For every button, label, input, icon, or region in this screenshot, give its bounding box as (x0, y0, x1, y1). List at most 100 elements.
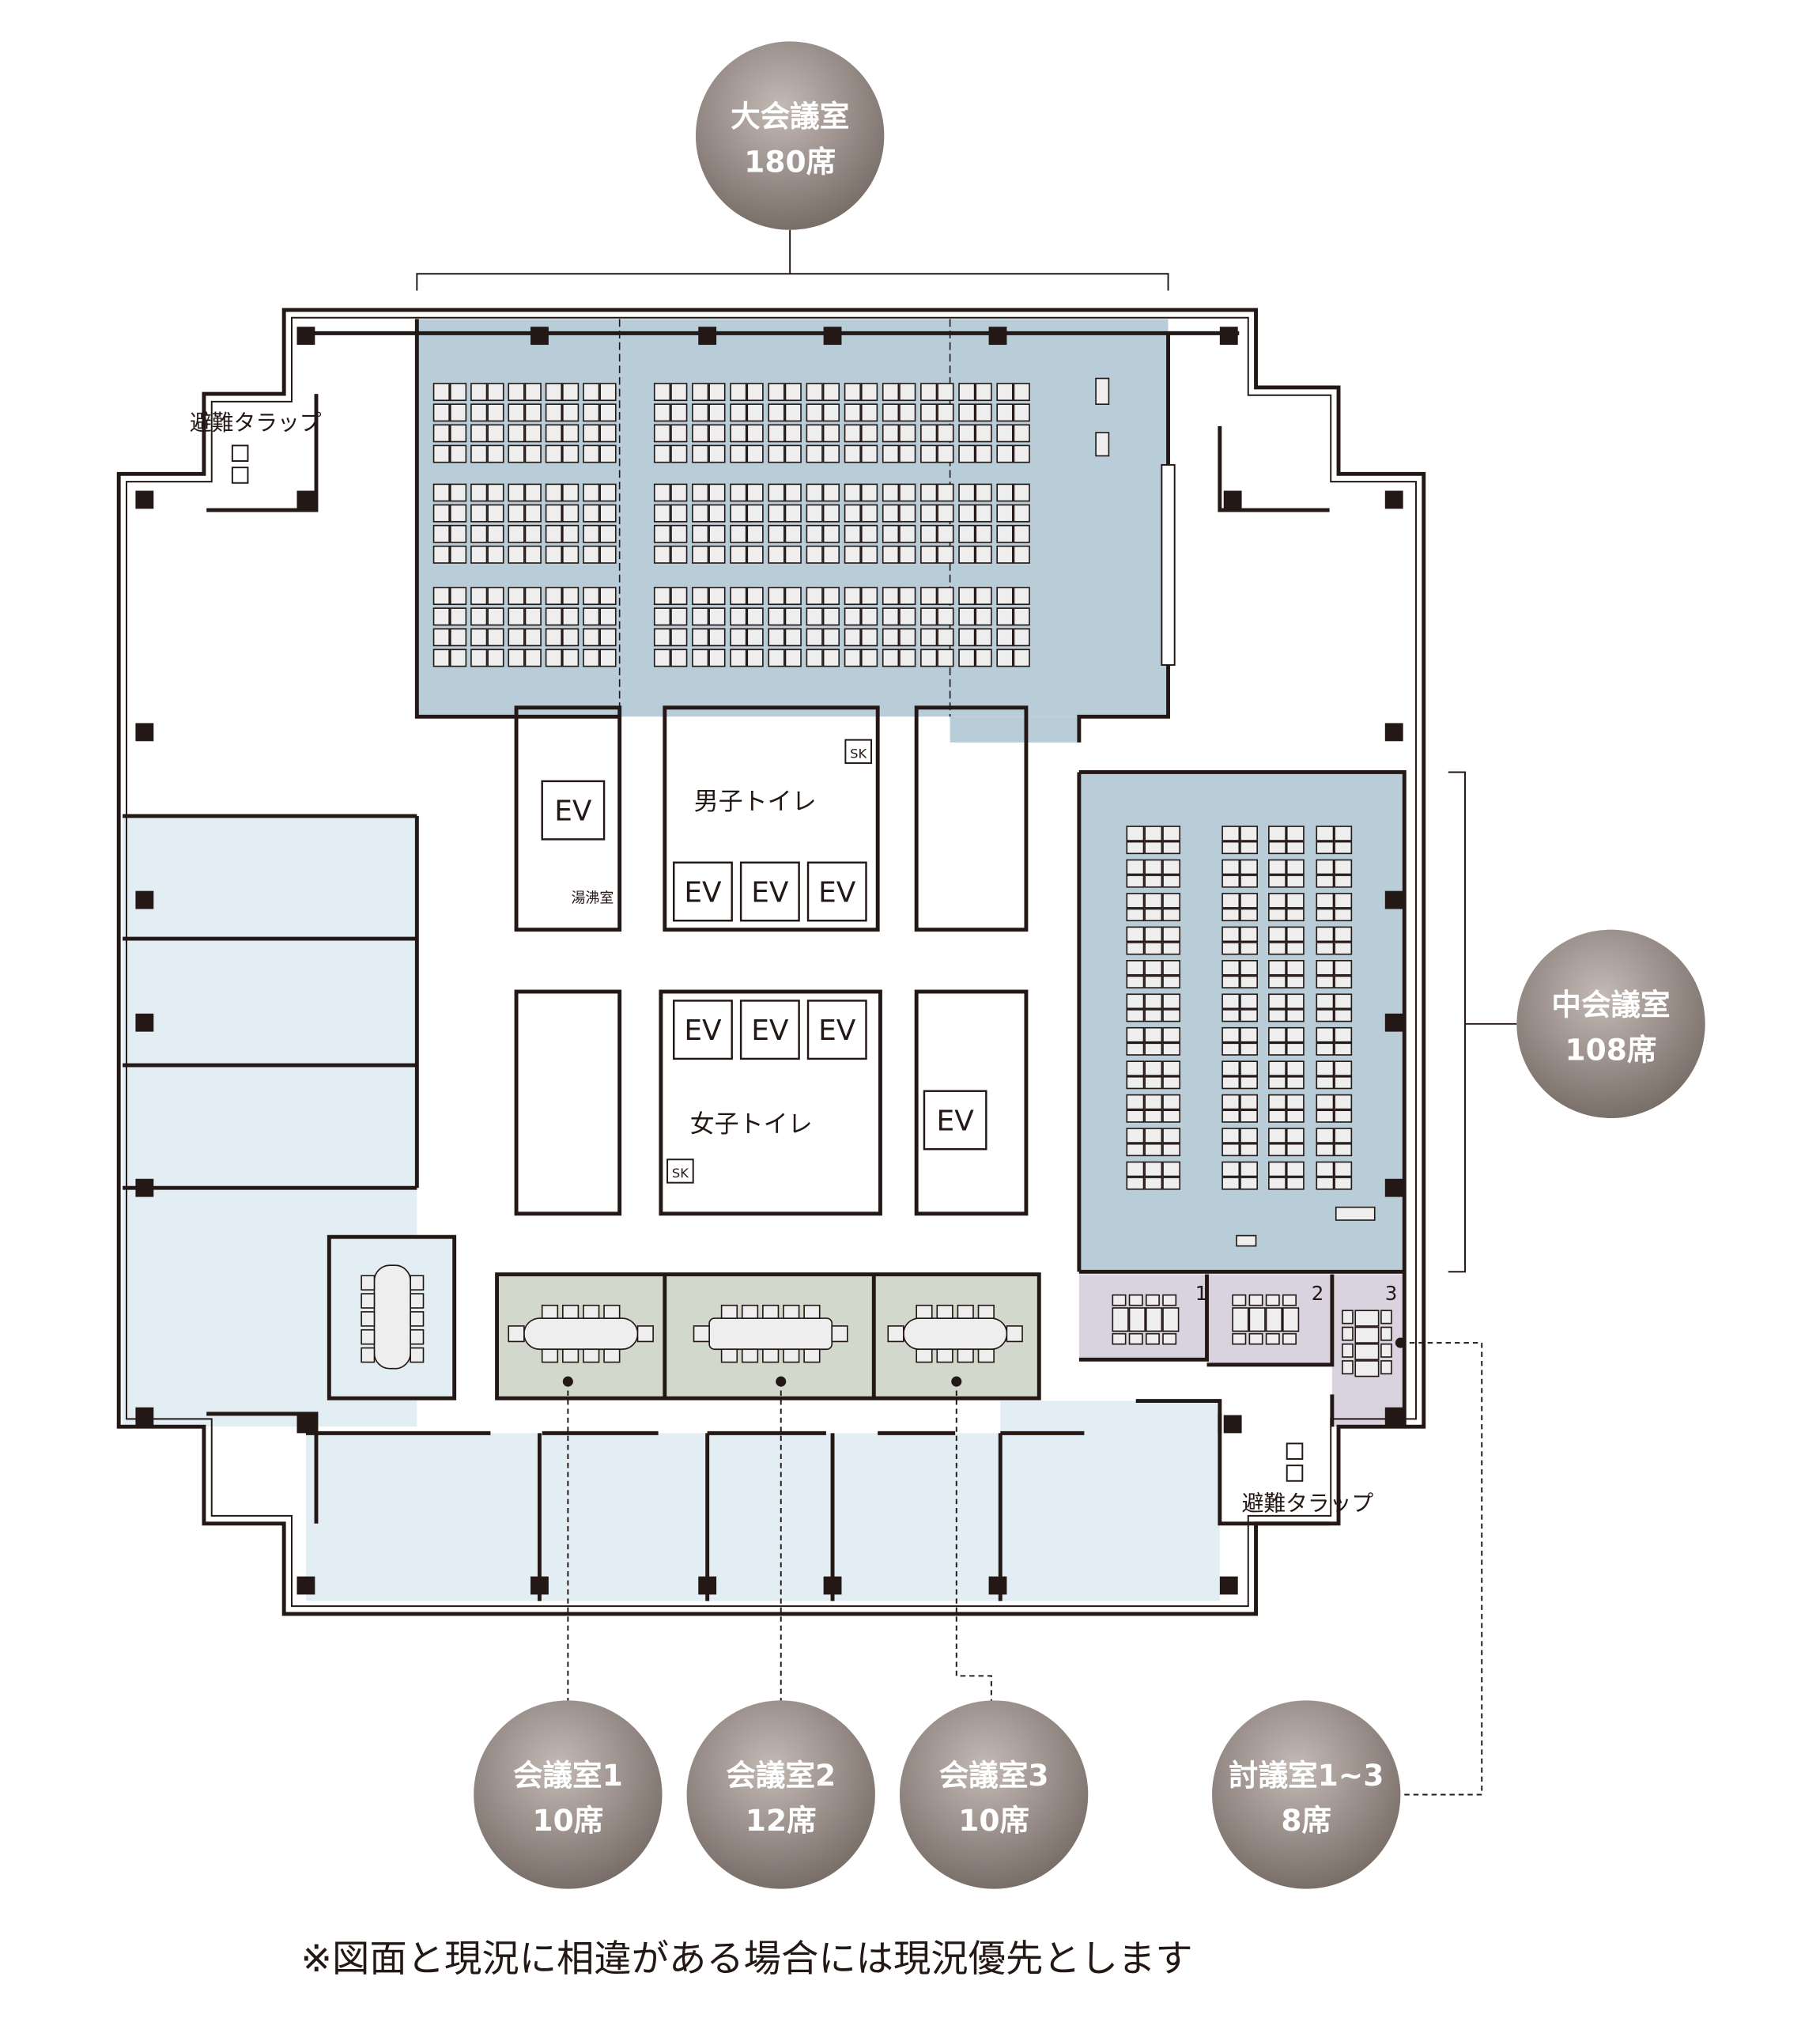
desk (1286, 826, 1305, 841)
chair (887, 1325, 904, 1343)
desk (1268, 926, 1286, 943)
desk (1316, 1128, 1335, 1143)
desk (1248, 1307, 1266, 1332)
desk (1013, 504, 1030, 523)
kitchen-label: 湯沸室 (571, 890, 614, 906)
desk (1316, 926, 1335, 943)
desk (1162, 1161, 1181, 1177)
desk (1128, 1307, 1146, 1332)
desk (1162, 826, 1181, 841)
desk (432, 607, 450, 626)
desk (653, 483, 671, 502)
desk (708, 607, 726, 626)
bottom-right-room[interactable] (1000, 1400, 1220, 1434)
desk (1013, 424, 1030, 443)
chair (1126, 1009, 1145, 1022)
desk (1162, 893, 1181, 909)
desk (899, 607, 916, 626)
structural-column (823, 327, 842, 346)
desk (1162, 1026, 1181, 1043)
left-room-3[interactable] (123, 1065, 417, 1189)
desk (860, 403, 878, 422)
left-room-2[interactable] (123, 939, 417, 1066)
chair (1282, 1294, 1297, 1306)
chair (1286, 942, 1305, 955)
left-room-1[interactable] (123, 815, 417, 939)
desk (583, 504, 600, 523)
elevator-label: EV (751, 877, 789, 909)
desk (692, 587, 709, 606)
desk (653, 504, 671, 523)
desk (1162, 960, 1181, 976)
desk (1268, 1161, 1286, 1177)
desk (545, 545, 563, 564)
desk (730, 483, 747, 502)
desk (1334, 926, 1353, 943)
bubble-meeting-3[interactable]: 会議室3 10席 (899, 1700, 1089, 1889)
elevator-label: EV (554, 796, 592, 828)
desk (487, 545, 504, 564)
desk (746, 504, 764, 523)
desk (487, 403, 504, 422)
chair (1268, 1042, 1286, 1056)
bubble-meeting-2[interactable]: 会議室2 12席 (686, 1700, 875, 1889)
evac-hatch-icon (1286, 1442, 1304, 1461)
chair (1286, 1109, 1305, 1123)
desk (692, 524, 709, 543)
desk (1222, 1128, 1240, 1143)
desk (1013, 383, 1030, 402)
desk (730, 648, 747, 667)
desk (1286, 859, 1305, 875)
desk (1286, 993, 1305, 1010)
chair (1162, 1177, 1181, 1190)
evac-hatch-icon (231, 467, 249, 484)
desk (1268, 960, 1286, 976)
chair (361, 1293, 376, 1309)
desk (545, 504, 563, 523)
desk (975, 587, 992, 606)
desk (920, 524, 938, 543)
desk (1268, 826, 1286, 841)
desk (1112, 1307, 1129, 1332)
elevator: EV (673, 1000, 733, 1060)
desk (1316, 1026, 1335, 1043)
desk (920, 648, 938, 667)
desk (937, 524, 954, 543)
desk (545, 628, 563, 647)
desk (524, 648, 542, 667)
bubble-medium-hall[interactable]: 中会議室 108席 (1516, 929, 1705, 1119)
elevator-label: EV (684, 1015, 722, 1047)
desk (996, 587, 1014, 606)
desk (562, 648, 580, 667)
chair (1162, 975, 1181, 988)
desk (599, 444, 617, 463)
desk (583, 545, 600, 564)
chair (1222, 1143, 1240, 1157)
podium (1095, 432, 1110, 457)
bubble-discussion[interactable]: 討議室1~3 8席 (1212, 1700, 1401, 1889)
elevator-shaft (806, 1000, 867, 1060)
elevator-label: EV (818, 877, 856, 909)
desk (806, 444, 823, 463)
desk (822, 628, 840, 647)
bubble-large-hall[interactable]: 大会議室 180席 (695, 41, 885, 230)
desk (692, 444, 709, 463)
desk (784, 424, 802, 443)
desk (524, 607, 542, 626)
desk (670, 587, 688, 606)
chair (1286, 1177, 1305, 1190)
desk (806, 383, 823, 402)
desk (670, 524, 688, 543)
elevator-shaft (673, 1000, 733, 1060)
chair (1268, 908, 1286, 922)
lectern (1335, 1206, 1376, 1221)
desk (920, 383, 938, 402)
desk (958, 607, 976, 626)
chair (1316, 1143, 1335, 1157)
desk (432, 524, 450, 543)
structural-column (296, 1576, 315, 1595)
desk (1354, 1343, 1380, 1361)
bottom-rooms[interactable] (305, 1433, 1220, 1601)
bubble-meeting-1[interactable]: 会議室1 10席 (474, 1700, 663, 1889)
